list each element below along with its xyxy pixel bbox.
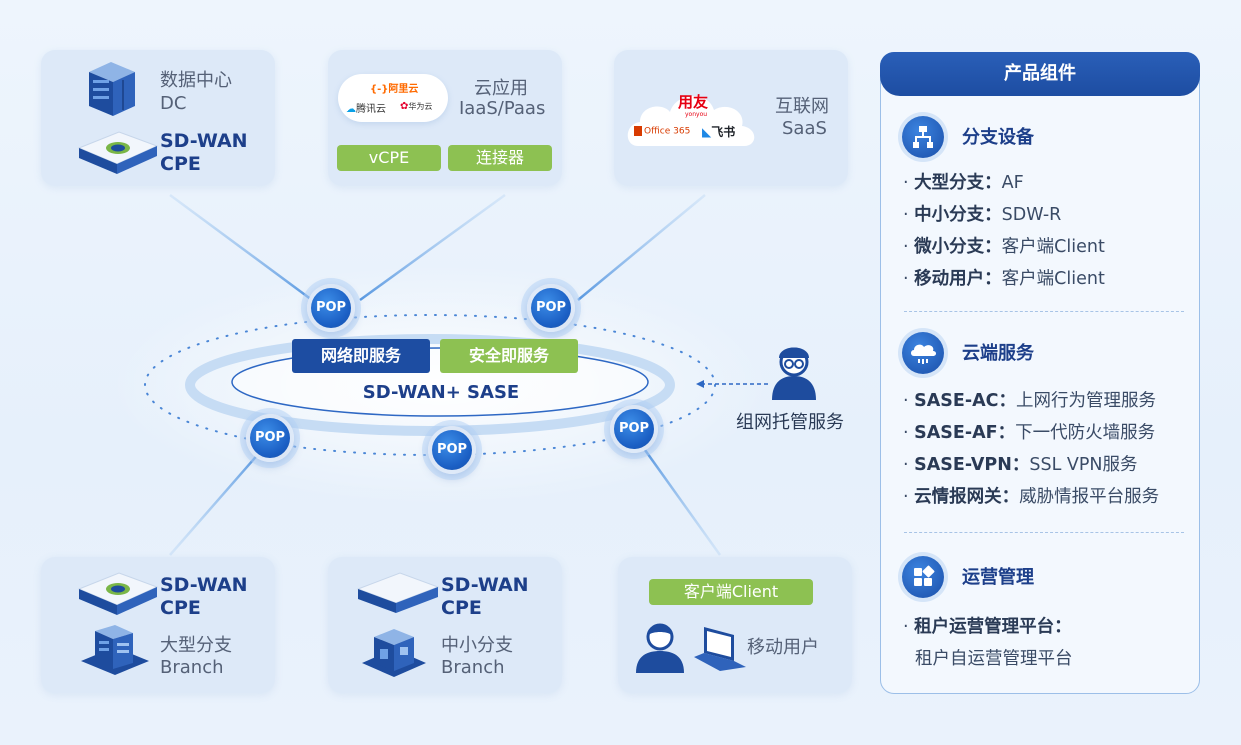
aliyun-glyph-icon: {-} [370, 84, 389, 95]
small-shop-icon [362, 629, 426, 677]
mid-branch-title: 中小分支 [441, 635, 513, 656]
cloud-title: 云应用 [474, 78, 528, 99]
list-item: · 大型分支：AF [903, 173, 1024, 193]
internet-saas-card: 用友 yonyou Office 365 ◣飞书 互联网 SaaS [614, 50, 848, 186]
section-divider [904, 532, 1184, 533]
mobile-user-card: 客户端Client 移动用户 [618, 557, 852, 693]
org-chart-icon [902, 116, 944, 158]
cloud-subtitle: IaaS/Paas [459, 98, 546, 119]
mid-branch-card: SD-WAN CPE 中小分支 Branch [328, 557, 562, 693]
list-item: · SASE-AF：下一代防火墙服务 [903, 423, 1156, 443]
yonyou-sub: yonyou [685, 111, 708, 118]
office365-logo: Office 365 [634, 126, 690, 137]
list-item: · 云情报网关：威胁情报平台服务 [903, 487, 1160, 507]
panel-title: 产品组件 [880, 52, 1200, 96]
cpe-device-icon [77, 572, 159, 615]
cloud-service-icon [902, 332, 944, 374]
server-icon [89, 62, 135, 116]
internet-title: 互联网 [775, 96, 829, 117]
list-item-detail: 租户自运营管理平台 [915, 649, 1073, 669]
list-item: · SASE-VPN：SSL VPN服务 [903, 455, 1138, 475]
connector-tag: 连接器 [448, 145, 552, 171]
mobile-user-label: 移动用户 [747, 637, 819, 658]
saas-cloud-bubble [627, 95, 755, 146]
pop-node-bottom: POP [428, 426, 476, 474]
list-item: · 租户运营管理平台： [903, 617, 1072, 637]
mid-branch-cpe-line2: CPE [441, 597, 482, 619]
list-item: · SASE-AC：上网行为管理服务 [903, 391, 1156, 411]
dc-cpe-line1: SD-WAN [160, 130, 248, 152]
client-tag: 客户端Client [649, 579, 813, 605]
tencent-logo: ☁腾讯云 [346, 104, 386, 115]
cpe-device-icon [77, 131, 159, 174]
large-branch-cpe-line2: CPE [160, 597, 201, 619]
internet-subtitle: SaaS [782, 118, 827, 139]
huawei-flower-icon: ✿ [400, 101, 409, 112]
aliyun-logo: {-}阿里云 [370, 84, 419, 95]
large-branch-card: SD-WAN CPE 大型分支 Branch [41, 557, 275, 693]
list-item: · 移动用户：客户端Client [903, 269, 1105, 289]
pop-node-top-left: POP [307, 284, 355, 332]
engineer-icon [772, 347, 816, 400]
section-divider [904, 311, 1184, 312]
security-as-a-service-label: 安全即服务 [440, 339, 578, 373]
large-branch-cpe-line1: SD-WAN [160, 574, 248, 596]
list-item: · 微小分支：客户端Client [903, 237, 1105, 257]
large-branch-subtitle: Branch [160, 657, 224, 678]
user-avatar-icon [636, 623, 684, 673]
network-as-a-service-label: 网络即服务 [292, 339, 430, 373]
large-branch-title: 大型分支 [160, 635, 232, 656]
mid-branch-cpe-line1: SD-WAN [441, 574, 529, 596]
cloud-app-card: {-}阿里云 ☁腾讯云 ✿华为云 云应用 IaaS/Paas vCPE 连接器 [328, 50, 562, 186]
section-title-operations: 运营管理 [962, 567, 1034, 588]
yonyou-logo: 用友 [678, 93, 709, 111]
sdwan-sase-label: SD-WAN+ SASE [362, 382, 520, 403]
dc-subtitle: DC [160, 93, 187, 114]
pop-node-top-right: POP [527, 284, 575, 332]
router-device-icon [356, 572, 440, 613]
datacenter-card: 数据中心 DC SD-WAN CPE [41, 50, 275, 186]
pop-node-right: POP [610, 405, 658, 453]
huawei-logo: ✿华为云 [400, 101, 433, 112]
managed-service-label: 组网托管服务 [736, 412, 844, 433]
feishu-bird-icon: ◣ [702, 125, 712, 139]
pop-node-left: POP [246, 414, 294, 462]
cloud-logos-bubble: {-}阿里云 ☁腾讯云 ✿华为云 [338, 74, 448, 122]
list-item: · 中小分支：SDW-R [903, 205, 1062, 225]
dc-cpe-line2: CPE [160, 153, 201, 175]
tencent-cloud-icon: ☁ [346, 104, 356, 115]
operations-grid-icon [902, 556, 944, 598]
section-title-branch-devices: 分支设备 [962, 127, 1034, 148]
feishu-logo: ◣飞书 [702, 125, 736, 139]
office-building-icon [81, 625, 149, 675]
laptop-icon [694, 627, 746, 671]
vcpe-tag: vCPE [337, 145, 441, 171]
dc-title: 数据中心 [160, 70, 232, 91]
section-title-cloud-services: 云端服务 [962, 343, 1034, 364]
mid-branch-subtitle: Branch [441, 657, 505, 678]
office-icon [634, 126, 642, 136]
